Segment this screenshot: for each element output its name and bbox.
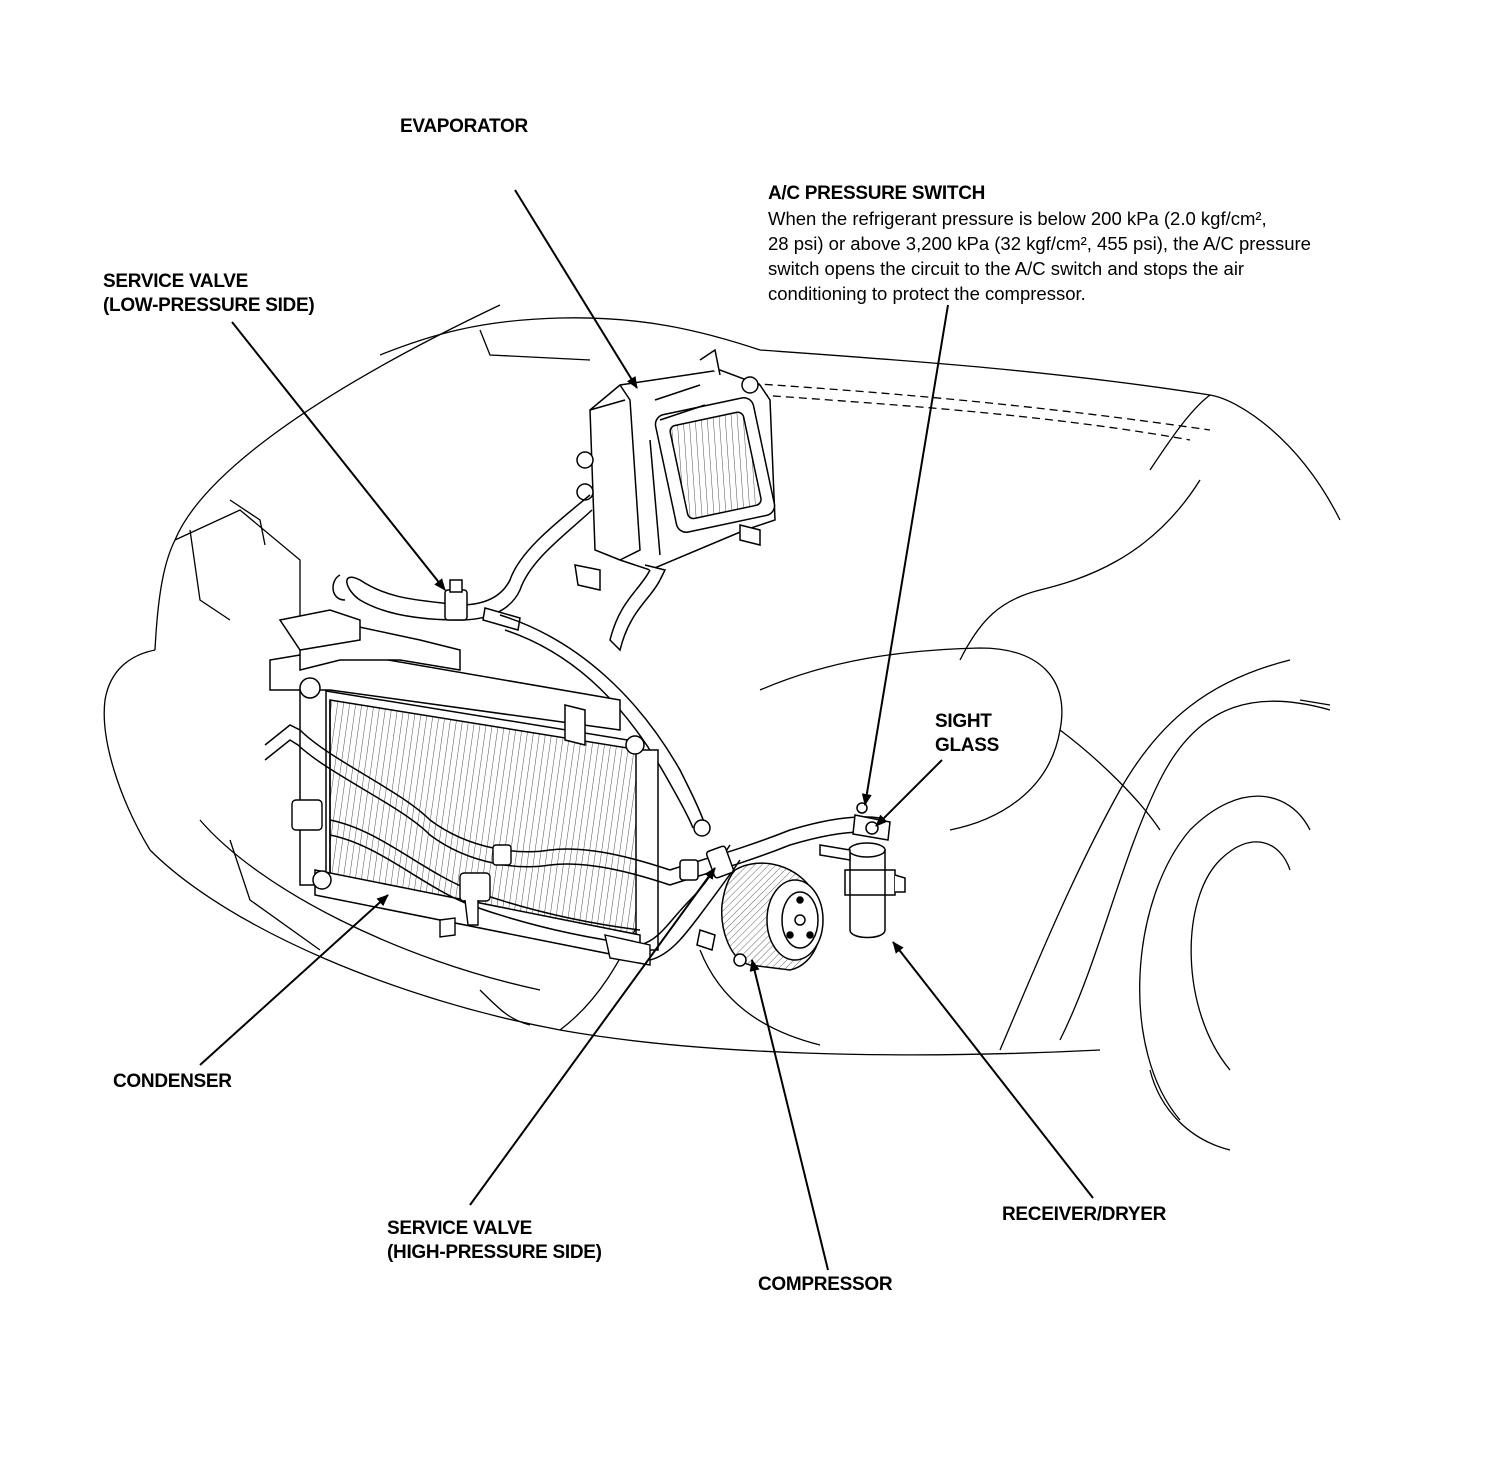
low-pressure-service-valve [444,579,521,631]
receiver-dryer-unit [819,802,906,939]
ac-pressure-switch-leader [861,304,949,806]
evaporator-label: EVAPORATOR [400,116,528,137]
leader-lines [199,189,1094,1271]
car-body-outline [103,304,1341,1151]
high-pressure-service-valve [679,845,735,881]
condenser-label: CONDENSER [113,1071,232,1092]
service-valve-high-leader [469,867,716,1206]
service-valve-low-label-line-2: (LOW-PRESSURE SIDE) [103,295,315,316]
ac-pressure-switch-desc-line-3: switch opens the circuit to the A/C swit… [768,258,1245,279]
evaporator-drain-tube [609,569,661,652]
compressor-unit [696,862,824,971]
service-valve-high-label-line-1: SERVICE VALVE [387,1218,532,1239]
service-valve-high-label-line-2: (HIGH-PRESSURE SIDE) [387,1242,602,1263]
ac-pressure-switch-desc-line-1: When the refrigerant pressure is below 2… [768,208,1267,229]
service-valve-low-label-line-1: SERVICE VALVE [103,271,248,292]
compressor-label: COMPRESSOR [758,1274,893,1295]
condenser-leader [199,894,389,1066]
sight-glass-label-line-2: GLASS [935,735,999,756]
receiver-dryer-leader [892,941,1094,1199]
sight-glass-leader [875,759,943,827]
ac-pressure-switch-label: A/C PRESSURE SWITCH [768,183,986,204]
line-clamps [291,799,651,966]
ac-pressure-switch-desc-line-2: 28 psi) or above 3,200 kPa (32 kgf/cm², … [768,233,1311,254]
service-valve-low-leader [231,321,446,591]
evaporator-unit [574,348,776,591]
compressor-leader [749,959,829,1271]
condenser-unit [269,609,659,961]
sight-glass-label-line-1: SIGHT [935,711,992,732]
ac-pressure-switch-desc-line-4: conditioning to protect the compressor. [768,283,1086,304]
evaporator-leader [514,189,638,389]
receiver-dryer-label: RECEIVER/DRYER [1002,1204,1167,1225]
discharge-hose [499,614,711,837]
